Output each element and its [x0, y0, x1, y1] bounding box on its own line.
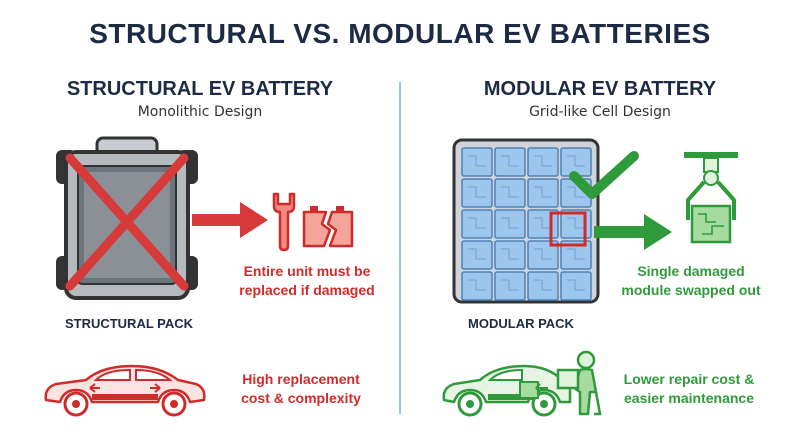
cell-circuit — [567, 186, 585, 198]
cell-circuit — [534, 248, 552, 260]
cell-circuit — [468, 279, 486, 291]
battery-cell — [494, 209, 526, 239]
battery-cell — [461, 147, 493, 177]
structural-subheading: Monolithic Design — [137, 104, 263, 120]
cross-stroke — [65, 153, 189, 291]
cell-circuit — [501, 248, 519, 260]
robotic-gripper-icon — [684, 152, 738, 244]
battery-cell — [527, 147, 559, 177]
modular-pack-label: MODULAR PACK — [468, 316, 574, 331]
cell-circuit — [468, 155, 486, 167]
structural-heading: STRUCTURAL EV BATTERY — [66, 78, 334, 100]
cell-circuit — [501, 155, 519, 167]
cell-circuit — [534, 217, 552, 229]
modular-subheading: Grid-like Cell Design — [529, 104, 671, 120]
battery-cell — [461, 240, 493, 270]
modular-heading: MODULAR EV BATTERY — [483, 78, 717, 100]
structural-pack-label: STRUCTURAL PACK — [64, 316, 194, 331]
battery-cell — [494, 178, 526, 208]
cell-circuit — [567, 217, 585, 229]
cell-circuit — [567, 279, 585, 291]
battery-cell — [461, 178, 493, 208]
damaged-module-highlight — [549, 211, 587, 247]
column-divider — [399, 82, 401, 414]
structural-pack-illustration — [56, 136, 198, 300]
page-title: STRUCTURAL VS. MODULAR EV BATTERIES — [89, 18, 711, 49]
cell-circuit — [501, 279, 519, 291]
caption-line: Lower repair cost & — [623, 371, 755, 387]
gripper-body — [703, 157, 719, 173]
cell-circuit — [501, 186, 519, 198]
cell-circuit — [468, 186, 486, 198]
broken-battery-icon — [302, 206, 354, 248]
battery-cell — [461, 209, 493, 239]
caption-line: module swapped out — [621, 282, 761, 298]
battery-cell — [494, 147, 526, 177]
battery-cell — [461, 271, 493, 301]
green-arrow-icon — [594, 214, 672, 250]
cell-circuit — [534, 186, 552, 198]
caption-line: cost & complexity — [241, 390, 361, 406]
battery-cell — [560, 240, 592, 270]
battery-cell — [527, 271, 559, 301]
cell-circuit — [567, 155, 585, 167]
caption-line: Entire unit must be — [243, 263, 371, 279]
cell-circuit — [534, 279, 552, 291]
car-icon — [44, 364, 206, 417]
caption-line: easier maintenance — [624, 390, 754, 406]
red-arrow-icon — [192, 202, 268, 238]
modular-pack-illustration — [452, 138, 600, 304]
modular-swap-caption: Single damaged module swapped out — [606, 262, 776, 300]
battery-cell — [494, 240, 526, 270]
caption-line: High replacement — [242, 371, 360, 387]
cell-circuit — [501, 217, 519, 229]
battery-cell — [527, 178, 559, 208]
cell-circuit — [468, 248, 486, 260]
cell-circuit — [567, 248, 585, 260]
gripper-arms — [686, 180, 736, 220]
cell-circuit — [534, 155, 552, 167]
cell-circuit — [468, 217, 486, 229]
caption-line: replaced if damaged — [239, 282, 375, 298]
module-circuit — [698, 213, 724, 235]
gripper-rail — [684, 152, 738, 158]
caption-line: Single damaged — [637, 263, 745, 279]
structural-replace-caption: Entire unit must be replaced if damaged — [222, 262, 392, 300]
gripper-joint — [703, 170, 719, 186]
wrench-icon — [272, 192, 296, 252]
module-block — [690, 204, 732, 244]
structural-cost-caption: High replacement cost & complexity — [226, 370, 376, 408]
battery-cell — [494, 271, 526, 301]
checkmark-icon — [569, 151, 639, 199]
car-mechanic-icon — [442, 350, 602, 417]
modular-cost-caption: Lower repair cost & easier maintenance — [604, 370, 774, 408]
battery-cell — [527, 240, 559, 270]
battery-cell — [560, 271, 592, 301]
